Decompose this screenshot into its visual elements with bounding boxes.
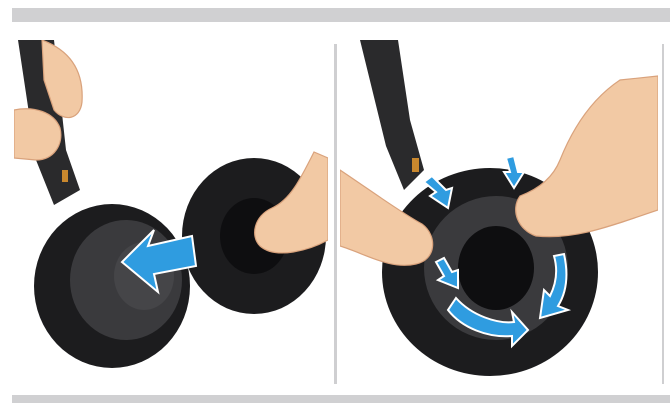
- bottom-frame-bar: [0, 389, 670, 403]
- panel-divider: [334, 44, 337, 384]
- panel-divider: [662, 44, 664, 384]
- panel-remove-ear-pad: [14, 40, 328, 386]
- top-frame-bar: [0, 0, 670, 26]
- headphone-icon: [34, 204, 190, 368]
- panel-attach-ear-pad: [340, 40, 658, 386]
- hand-icon: [516, 76, 658, 237]
